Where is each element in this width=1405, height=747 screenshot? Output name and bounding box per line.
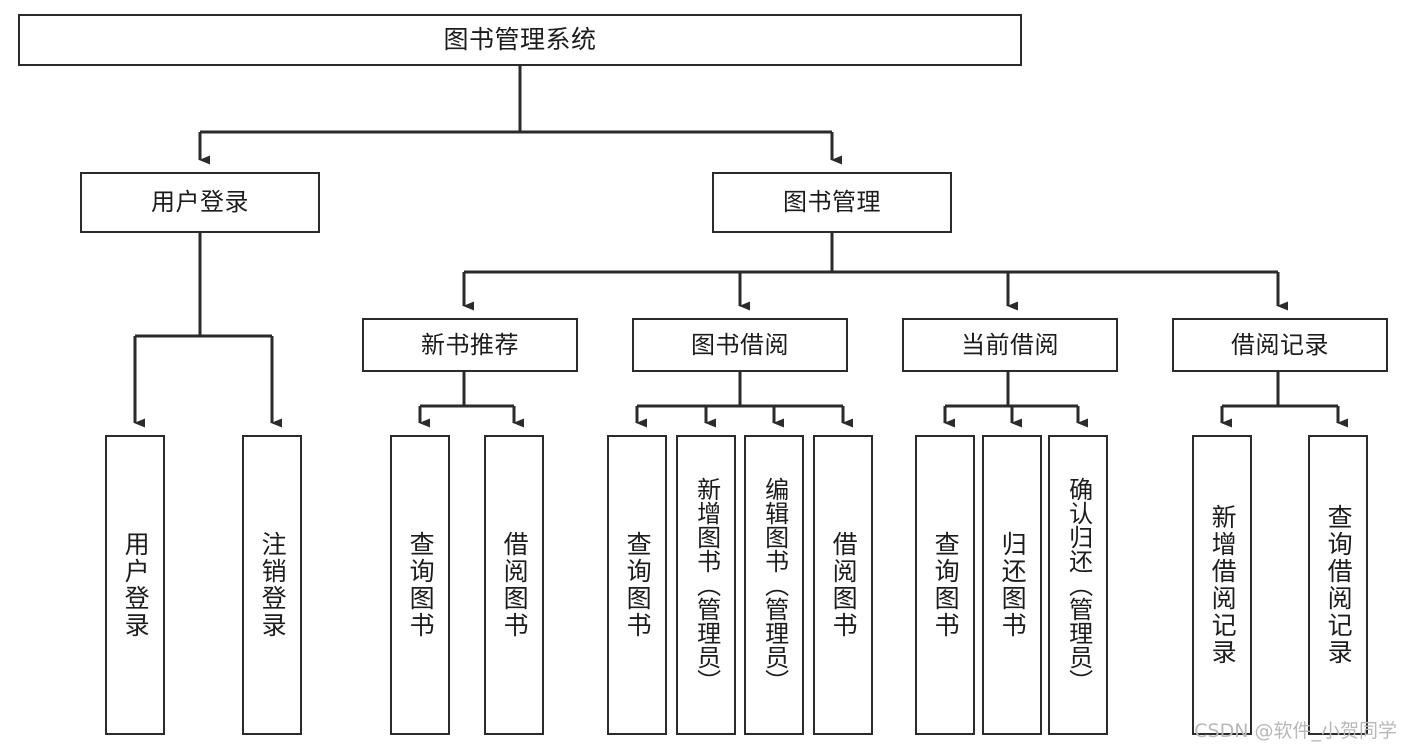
node-user-login[interactable]: 用户登录 [80, 172, 320, 233]
node-label: 借阅图书 [500, 531, 530, 639]
node-label: 查询图书 [623, 531, 653, 639]
node-new-book-recommendation[interactable]: 新书推荐 [362, 318, 578, 372]
leaf-user-login-logout[interactable]: 注销登录 [242, 435, 302, 735]
node-label: 归还图书 [998, 531, 1028, 639]
node-label: 新增借阅记录 [1208, 504, 1238, 666]
leaf-borrow-record-add-record[interactable]: 新增借阅记录 [1192, 435, 1252, 735]
leaf-user-login-login[interactable]: 用户登录 [105, 435, 165, 735]
node-label: 图书借阅 [691, 330, 789, 359]
node-label: 图书管理系统 [443, 25, 597, 54]
node-label: 用户登录 [121, 531, 151, 639]
node-label: 编辑图书（管理员） [760, 477, 789, 693]
node-borrowing-record[interactable]: 借阅记录 [1172, 318, 1388, 372]
node-label: 借阅记录 [1231, 330, 1329, 359]
node-label: 查询图书 [931, 531, 961, 639]
leaf-new-book-query-book[interactable]: 查询图书 [390, 435, 450, 735]
leaf-current-borrow-query-book[interactable]: 查询图书 [915, 435, 975, 735]
node-label: 确认归还（管理员） [1064, 477, 1093, 693]
leaf-new-book-borrow-book[interactable]: 借阅图书 [484, 435, 544, 735]
leaf-book-borrow-query-book[interactable]: 查询图书 [607, 435, 667, 735]
node-label: 用户登录 [151, 188, 249, 217]
node-label: 借阅图书 [829, 531, 859, 639]
leaf-borrow-record-query-record[interactable]: 查询借阅记录 [1308, 435, 1368, 735]
node-book-borrowing[interactable]: 图书借阅 [632, 318, 848, 372]
leaf-current-borrow-confirm-return-admin[interactable]: 确认归还（管理员） [1048, 435, 1108, 735]
node-label: 图书管理 [783, 188, 881, 217]
node-current-borrowing[interactable]: 当前借阅 [902, 318, 1118, 372]
node-root-library-management-system[interactable]: 图书管理系统 [18, 14, 1022, 66]
node-label: 当前借阅 [961, 330, 1059, 359]
node-label: 查询借阅记录 [1324, 504, 1354, 666]
node-label: 新书推荐 [421, 330, 519, 359]
leaf-book-borrow-edit-book-admin[interactable]: 编辑图书（管理员） [744, 435, 804, 735]
leaf-book-borrow-borrow-book[interactable]: 借阅图书 [813, 435, 873, 735]
leaf-current-borrow-return-book[interactable]: 归还图书 [982, 435, 1042, 735]
node-label: 新增图书（管理员） [692, 477, 721, 693]
leaf-book-borrow-add-book-admin[interactable]: 新增图书（管理员） [676, 435, 736, 735]
node-book-management[interactable]: 图书管理 [712, 172, 952, 233]
node-label: 注销登录 [258, 531, 288, 639]
node-label: 查询图书 [406, 531, 436, 639]
